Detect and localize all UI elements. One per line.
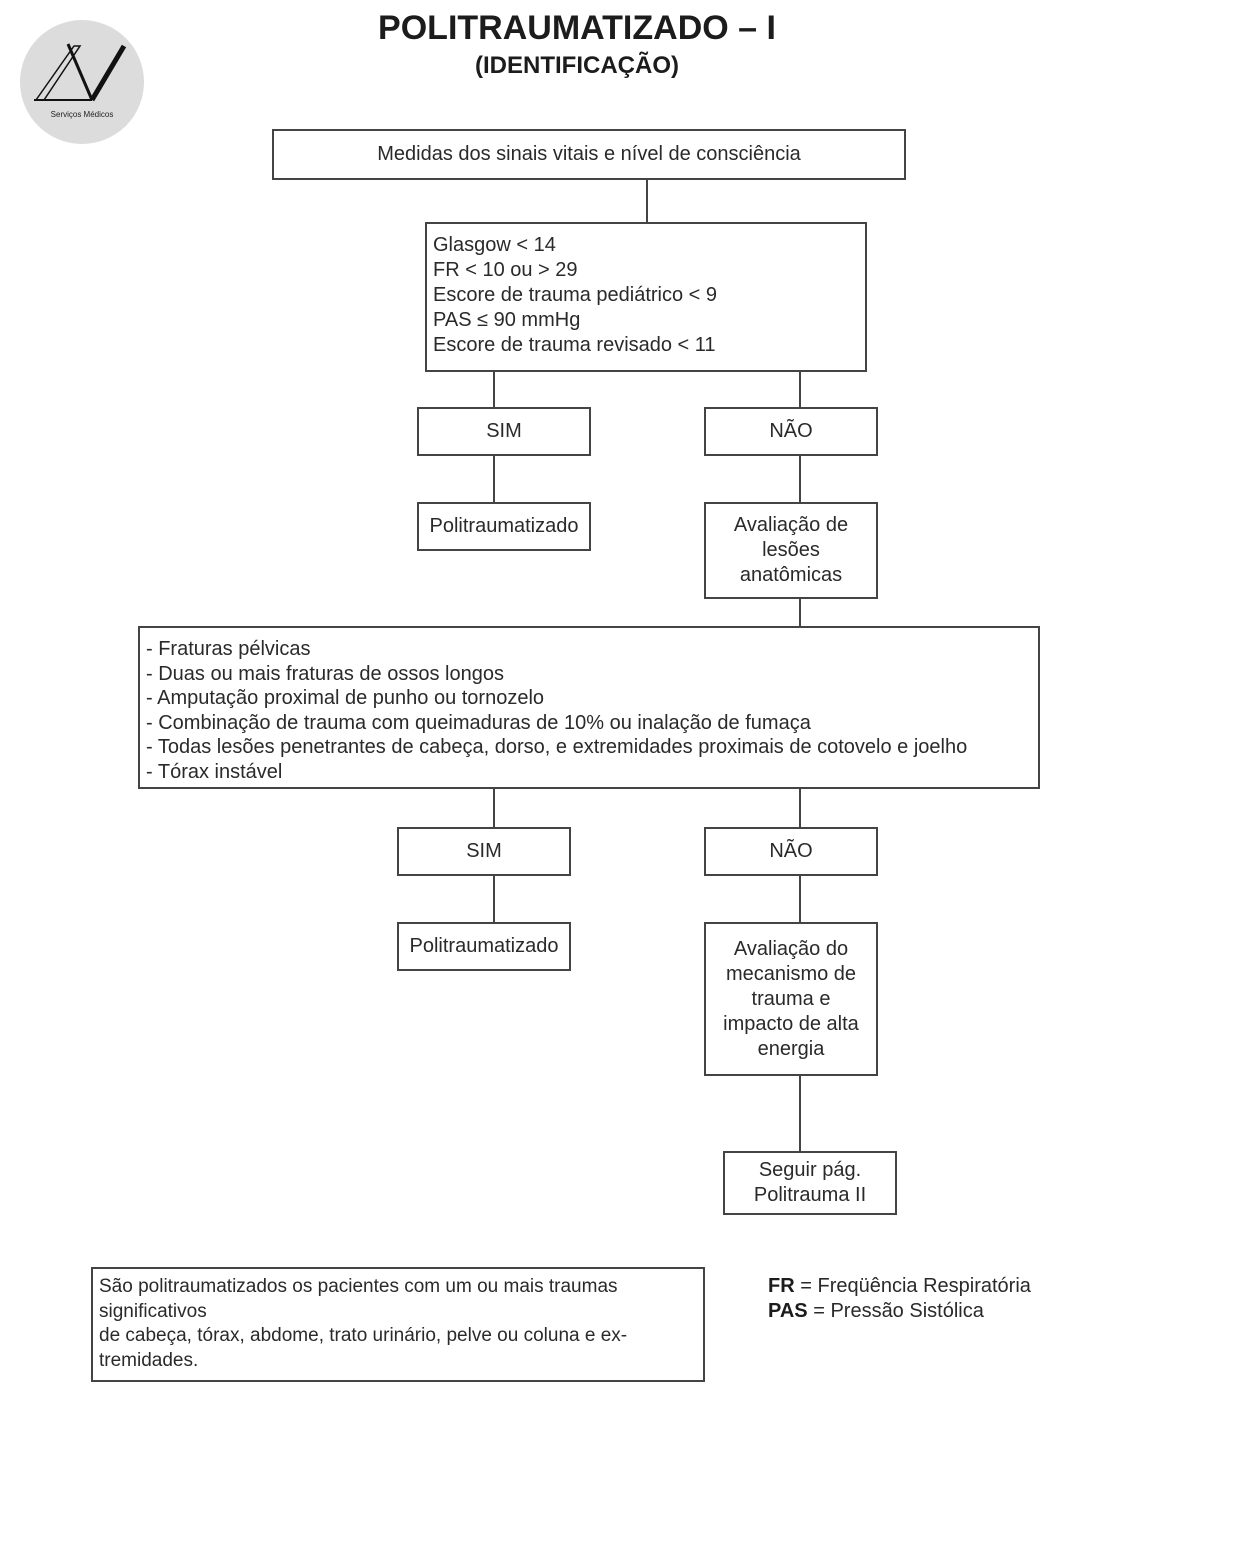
result-politraumatizado-box: Politraumatizado [417, 502, 591, 551]
next-line: Seguir pág. [758, 1159, 862, 1181]
legend-item-fr: FR = Freqüência Respiratória [768, 1275, 1031, 1297]
connector [493, 372, 495, 408]
page-subtitle: (IDENTIFICAÇÃO) [475, 52, 679, 79]
result-politraumatizado-box: Politraumatizado [397, 922, 571, 971]
connector [493, 876, 495, 923]
note-line: São politraumatizados os pacientes com u… [99, 1276, 618, 1297]
yes-label: SIM [486, 420, 522, 442]
definition-note-box: São politraumatizados os pacientes com u… [91, 1267, 705, 1382]
criteria-item: - Combinação de trauma com queimaduras d… [146, 711, 811, 734]
criteria-item: - Todas lesões penetrantes de cabeça, do… [146, 736, 968, 758]
no-box: NÃO [704, 827, 878, 876]
step-line: anatômicas [739, 564, 843, 586]
step-line: energia [757, 1037, 825, 1060]
criteria-item: PAS ≤ 90 mmHg [433, 309, 581, 331]
criteria-item: FR < 10 ou > 29 [433, 259, 578, 281]
next-page-box: Seguir pág. Politrauma II [723, 1151, 897, 1215]
criteria-item: - Duas ou mais fraturas de ossos longos [146, 662, 504, 685]
note-line: significativos [99, 1300, 207, 1322]
vital-signs-box: Medidas dos sinais vitais e nível de con… [272, 129, 906, 180]
step-line: mecanismo de [725, 962, 857, 985]
legend-item-pas: PAS = Pressão Sistólica [768, 1300, 984, 1322]
logo-caption: Serviços Médicos [50, 110, 114, 119]
next-line: Politrauma II [753, 1184, 867, 1206]
note-line: de cabeça, tórax, abdome, trato urinário… [99, 1325, 628, 1346]
mechanism-evaluation-box: Avaliação do mecanismo de trauma e impac… [704, 922, 878, 1076]
step-line: trauma e [751, 987, 831, 1010]
physiological-criteria-box: Glasgow < 14 FR < 10 ou > 29 Escore de t… [425, 222, 867, 372]
connector [799, 599, 801, 627]
yes-box: SIM [417, 407, 591, 456]
result-label: Politraumatizado [409, 935, 559, 957]
criteria-item: - Fraturas pélvicas [146, 638, 311, 660]
no-box: NÃO [704, 407, 878, 456]
connector [646, 180, 648, 223]
connector [799, 876, 801, 923]
criteria-item: Glasgow < 14 [433, 234, 556, 256]
no-label: NÃO [769, 420, 813, 442]
abbreviation-legend: FR = Freqüência Respiratória PAS = Press… [768, 1274, 1031, 1324]
connector [799, 789, 801, 828]
yes-label: SIM [466, 840, 502, 862]
page-title: POLITRAUMATIZADO – I [378, 9, 776, 47]
vital-signs-text: Medidas dos sinais vitais e nível de con… [377, 143, 801, 165]
logo-mark-icon [34, 43, 127, 102]
company-logo: Serviços Médicos [20, 20, 144, 144]
step-line: impacto de alta [723, 1012, 859, 1035]
connector [799, 372, 801, 408]
no-label: NÃO [769, 840, 813, 862]
criteria-item: Escore de trauma pediátrico < 9 [433, 284, 718, 306]
yes-box: SIM [397, 827, 571, 876]
criteria-item: - Tórax instável [146, 760, 283, 783]
anatomic-criteria-box: - Fraturas pélvicas - Duas ou mais fratu… [138, 626, 1040, 789]
note-line: tremidades. [99, 1349, 199, 1371]
step-line: Avaliação do [733, 937, 849, 960]
anatomic-evaluation-box: Avaliação de lesões anatômicas [704, 502, 878, 599]
criteria-item: Escore de trauma revisado < 11 [433, 334, 716, 356]
criteria-item: - Amputação proximal de punho ou tornoze… [146, 687, 545, 709]
step-line: lesões [762, 539, 820, 561]
connector [493, 456, 495, 503]
connector [493, 789, 495, 828]
connector [799, 456, 801, 503]
step-line: Avaliação de [733, 514, 849, 536]
result-label: Politraumatizado [429, 515, 579, 537]
connector [799, 1076, 801, 1152]
